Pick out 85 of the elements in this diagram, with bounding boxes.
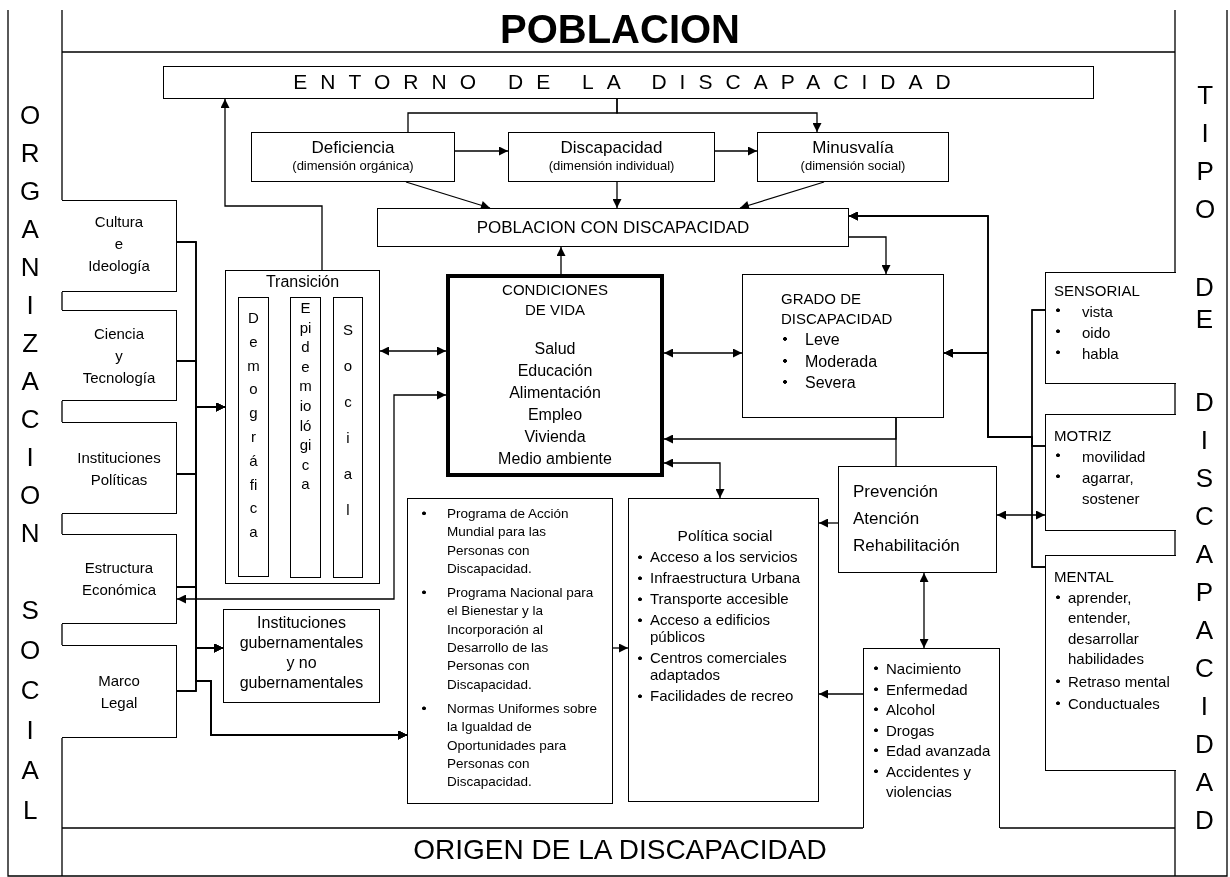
list-item: Alimentación bbox=[508, 383, 602, 403]
arrow bbox=[996, 510, 1046, 520]
vertical-label: DISCAPACIDAD bbox=[1195, 386, 1214, 837]
tab-box bbox=[62, 534, 177, 624]
process-box bbox=[407, 498, 613, 804]
tab-box bbox=[62, 200, 177, 292]
arrow bbox=[454, 146, 509, 156]
arrow bbox=[612, 181, 622, 209]
box-title: Instituciones gubernamentales y no gubernamentales bbox=[238, 613, 365, 693]
process-box bbox=[377, 208, 849, 247]
box-subtitle: (dimensión orgánica) bbox=[291, 158, 415, 173]
list-item: Medio ambiente bbox=[497, 449, 613, 469]
arrow bbox=[818, 518, 839, 528]
box-title: Cultura e Ideología bbox=[88, 212, 150, 276]
list-item: Vivienda bbox=[523, 427, 587, 447]
process-box bbox=[838, 466, 997, 573]
box-title: GRADO DE DISCAPACIDAD bbox=[781, 289, 894, 329]
vertical-label: SOCIAL bbox=[20, 594, 41, 827]
process-box bbox=[628, 498, 819, 802]
tab-box bbox=[1045, 555, 1176, 771]
box-title: Transición bbox=[264, 273, 341, 291]
box-title: Estructura Económica bbox=[81, 558, 157, 600]
arrow bbox=[714, 146, 758, 156]
arrow bbox=[556, 246, 566, 275]
arrow bbox=[176, 390, 447, 604]
box-title: Marco Legal bbox=[98, 671, 140, 713]
arrow bbox=[616, 98, 822, 133]
process-box bbox=[238, 297, 269, 577]
process-box bbox=[508, 132, 715, 182]
box-title: Minusvalía bbox=[811, 138, 895, 158]
list-item: Salud bbox=[533, 339, 577, 359]
arrow bbox=[220, 98, 323, 271]
box-title: CONDICIONES DE VIDA bbox=[501, 280, 609, 320]
tab-box bbox=[1045, 272, 1176, 384]
box-title: POBLACION CON DISCAPACIDAD bbox=[475, 218, 751, 238]
box-title: MENTAL bbox=[1054, 567, 1115, 587]
box-title: Deficiencia bbox=[310, 138, 396, 158]
process-box bbox=[333, 297, 363, 578]
vertical-label: TIPO bbox=[1195, 79, 1216, 226]
arrow bbox=[818, 689, 864, 699]
tab-box bbox=[62, 422, 177, 514]
list-item: Educación bbox=[516, 361, 594, 381]
process-box bbox=[223, 609, 380, 703]
process-box bbox=[757, 132, 949, 182]
diagram-title: POBLACION bbox=[499, 7, 741, 52]
box-title: Social bbox=[343, 320, 353, 520]
band-label: ORIGEN DE LA DISCAPACIDAD bbox=[412, 834, 828, 866]
tab-box bbox=[863, 648, 1000, 828]
arrow bbox=[379, 346, 447, 356]
box-title: SENSORIAL bbox=[1054, 281, 1141, 301]
highlighted-box bbox=[446, 274, 664, 477]
box-title: Demográfica bbox=[247, 308, 260, 543]
connector-line bbox=[895, 417, 897, 467]
box-title: Epidemiológica bbox=[299, 298, 312, 494]
arrow bbox=[848, 236, 891, 275]
process-box bbox=[251, 132, 455, 182]
arrow bbox=[919, 572, 929, 649]
vertical-label: DE bbox=[1195, 271, 1214, 335]
vertical-label: ORGANIZACION bbox=[20, 99, 41, 550]
process-box bbox=[742, 274, 944, 418]
box-title: Instituciones Políticas bbox=[77, 448, 161, 490]
box-subtitle: (dimensión social) bbox=[799, 158, 907, 173]
arrow bbox=[612, 643, 629, 653]
list-item: Empleo bbox=[526, 405, 584, 425]
box-title: Discapacidad bbox=[559, 138, 664, 158]
process-box bbox=[290, 297, 321, 578]
arrow bbox=[943, 348, 1046, 568]
tab-box bbox=[62, 645, 177, 738]
box-title: Ciencia y Tecnología bbox=[82, 324, 156, 388]
tab-box bbox=[62, 310, 177, 401]
process-box bbox=[225, 270, 380, 584]
process-box bbox=[163, 66, 1094, 99]
box-title: MOTRIZ bbox=[1054, 426, 1113, 446]
arrow bbox=[739, 181, 825, 210]
arrow bbox=[663, 348, 743, 358]
arrow bbox=[176, 680, 408, 740]
box-title: Prevención bbox=[853, 481, 940, 503]
list-item: Atención bbox=[853, 508, 921, 530]
box-subtitle: (dimensión individual) bbox=[547, 158, 676, 173]
tab-box bbox=[1045, 414, 1176, 531]
arrow bbox=[663, 458, 725, 499]
box-title: Política social bbox=[676, 527, 774, 544]
list-item: Rehabilitación bbox=[853, 535, 961, 557]
arrow bbox=[405, 181, 491, 210]
box-title: ENTORNO DE LA DISCAPACIDAD bbox=[292, 70, 965, 94]
